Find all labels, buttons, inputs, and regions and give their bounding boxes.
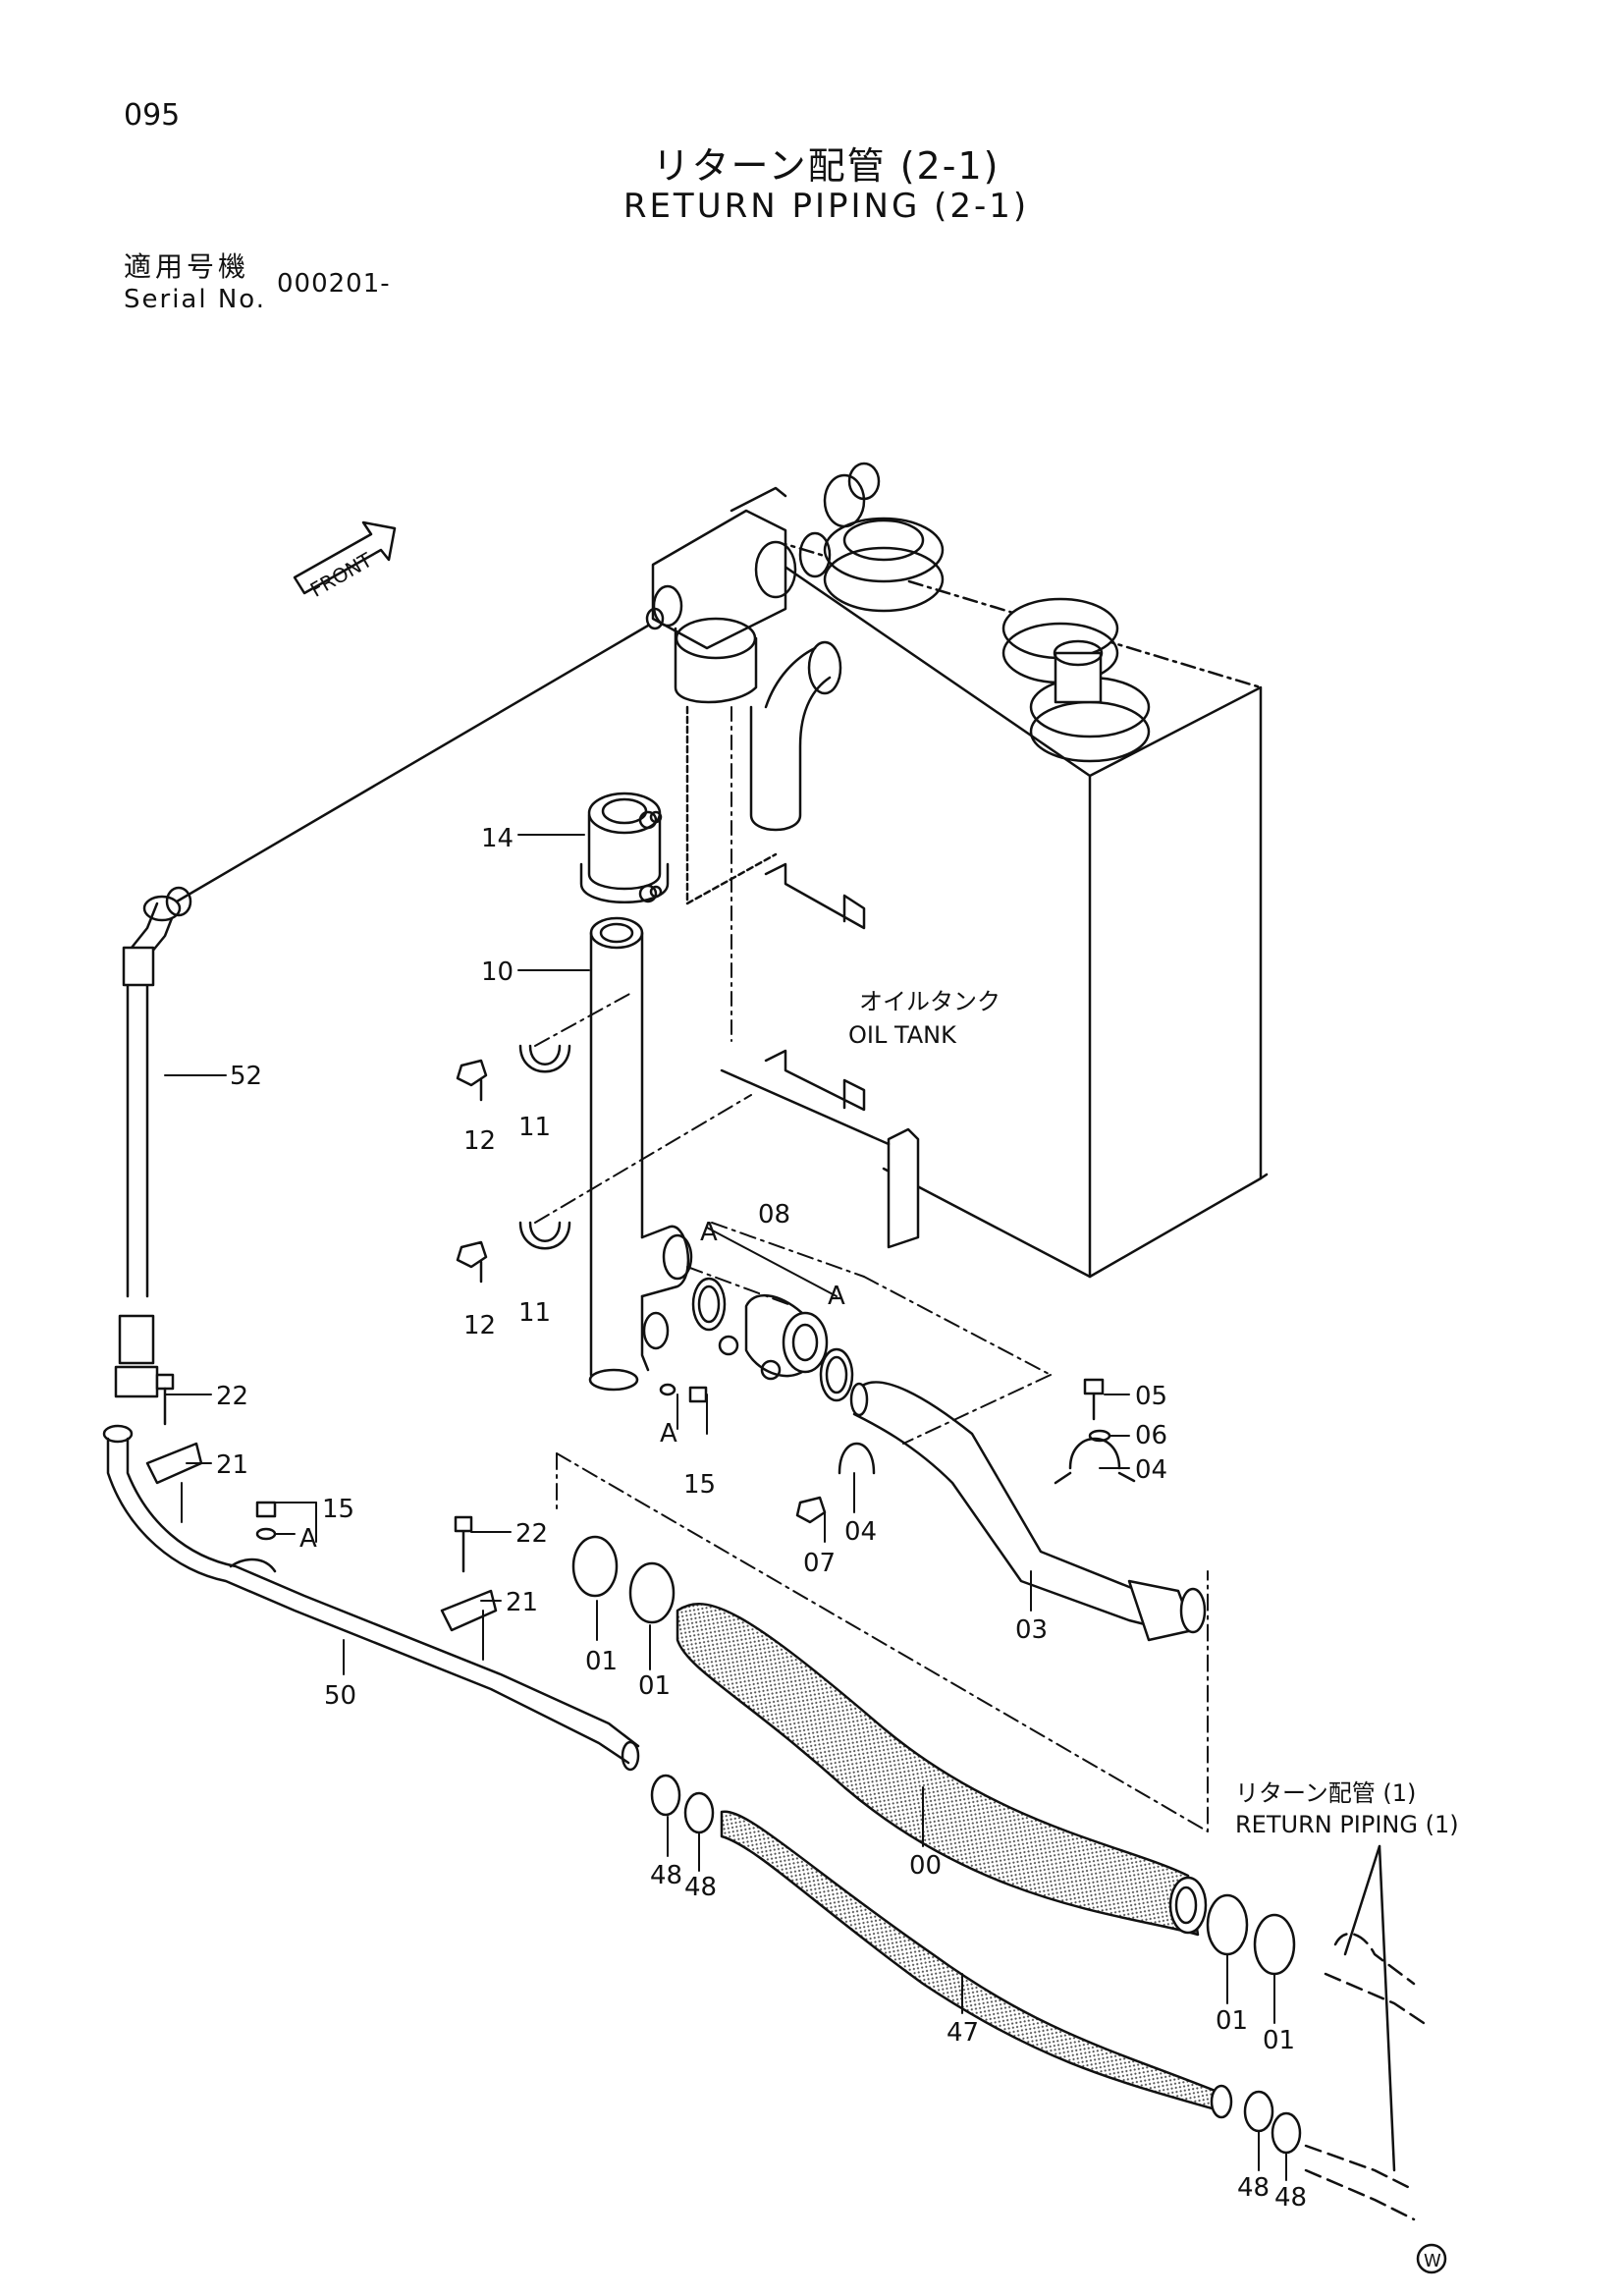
page-title-japanese: リターン配管 (2-1) <box>652 144 1001 188</box>
label-07: 07 <box>803 1549 836 1578</box>
leader-lines <box>164 834 1287 2181</box>
label-15b: 15 <box>322 1495 354 1524</box>
label-04b: 04 <box>844 1517 877 1547</box>
label-21a: 21 <box>216 1450 248 1480</box>
part-50-hose <box>102 1424 640 1772</box>
footer-mark: W <box>1416 2243 1447 2274</box>
part-11-clamps <box>518 1044 571 1250</box>
label-06: 06 <box>1135 1421 1167 1450</box>
part-08-fitting <box>691 1277 854 1402</box>
label-10: 10 <box>481 957 514 987</box>
label-52: 52 <box>230 1062 262 1091</box>
label-47: 47 <box>947 2018 979 2048</box>
label-48b: 48 <box>684 1873 717 1902</box>
label-14: 14 <box>481 824 514 853</box>
label-48a: 48 <box>650 1861 682 1890</box>
oil-tank-label-jp: オイルタンク <box>859 988 1001 1015</box>
label-00: 00 <box>909 1851 942 1881</box>
label-11b: 11 <box>518 1298 551 1328</box>
page-number: 095 <box>124 98 181 133</box>
front-direction-arrow: FRONT <box>293 520 397 602</box>
label-A1: A <box>700 1218 718 1247</box>
svg-text:W: W <box>1424 2251 1441 2271</box>
label-12b: 12 <box>463 1311 496 1340</box>
label-01b: 01 <box>638 1671 671 1701</box>
serial-number-value: 000201- <box>277 269 391 299</box>
label-08: 08 <box>758 1200 790 1230</box>
label-21b: 21 <box>506 1588 538 1617</box>
label-48d: 48 <box>1274 2183 1307 2213</box>
label-A4: A <box>299 1524 317 1554</box>
serial-label-japanese: 適用号機 <box>124 250 250 283</box>
oil-tank-label-en: OIL TANK <box>848 1021 957 1049</box>
reference-pointer <box>1343 1844 1396 2172</box>
label-01a: 01 <box>585 1647 618 1676</box>
label-A2: A <box>828 1282 845 1311</box>
ref-label-jp: リターン配管 (1) <box>1235 1779 1416 1807</box>
labels: オイルタンク OIL TANK リターン配管 (1) RETURN PIPING… <box>216 824 1459 2213</box>
label-A3: A <box>660 1419 677 1449</box>
part-14-coupling <box>579 792 670 903</box>
part-12-bolts <box>456 1059 488 1284</box>
label-12a: 12 <box>463 1126 496 1156</box>
label-11a: 11 <box>518 1113 551 1142</box>
label-22a: 22 <box>216 1382 248 1411</box>
label-01c: 01 <box>1216 2006 1248 2036</box>
assembly-lines <box>534 991 1209 1832</box>
label-48c: 48 <box>1237 2173 1270 2203</box>
label-22b: 22 <box>515 1519 548 1549</box>
part-10-pipe <box>588 916 693 1392</box>
label-03: 03 <box>1015 1615 1048 1645</box>
label-50: 50 <box>324 1681 356 1711</box>
part-52-hose <box>114 624 650 1398</box>
hardware-05-06-04 <box>795 1378 1136 1524</box>
reference-pipes <box>1304 1933 1426 2221</box>
label-01d: 01 <box>1263 2026 1295 2055</box>
serial-label-english: Serial No. <box>124 285 266 314</box>
label-05: 05 <box>1135 1382 1167 1411</box>
part-47-hose <box>720 1810 1233 2119</box>
part-03-pipe <box>849 1381 1207 1642</box>
ref-label-en: RETURN PIPING (1) <box>1235 1811 1459 1838</box>
parts-21-22 <box>145 1373 708 1632</box>
page-title-english: RETURN PIPING (2-1) <box>622 187 1030 226</box>
oil-tank <box>645 462 1269 1279</box>
label-15a: 15 <box>683 1470 716 1500</box>
part-00-hose <box>676 1603 1208 1937</box>
label-04a: 04 <box>1135 1455 1167 1485</box>
